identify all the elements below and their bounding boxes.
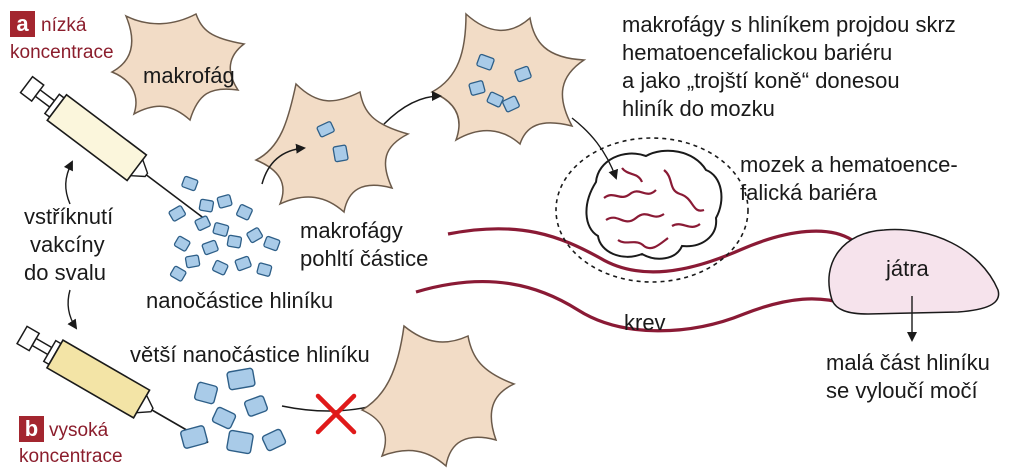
- liver-shape: [828, 228, 1000, 315]
- arrow-to-macrophage-2: [261, 143, 306, 185]
- syringe-b: [16, 325, 209, 444]
- macrophage-cell-3: [430, 12, 587, 146]
- macrophage-cell-1: [110, 12, 246, 122]
- panel-b-badge: [19, 416, 44, 442]
- panel-a-label-line1: nízká: [41, 15, 87, 36]
- blood-label: krev: [624, 310, 666, 335]
- macrophages-absorb-line1: makrofágy: [300, 218, 403, 243]
- arrow-to-brain: [571, 117, 619, 180]
- panel-a-label-line2: koncentrace: [10, 42, 114, 63]
- trojan-label-line3: a jako „trojští koně“ donesou: [622, 68, 900, 93]
- liver-label: játra: [885, 256, 930, 281]
- panel-a-label: a nízká koncentrace: [10, 11, 114, 63]
- blood-vessel-upper: [447, 227, 853, 274]
- blood-vessel-lower: [415, 280, 847, 333]
- panel-b-label-line2: koncentrace: [19, 446, 123, 467]
- panel-b-label-line1: vysoká: [49, 420, 109, 441]
- brain-label-line2: falická bariéra: [740, 180, 878, 205]
- arrow-injection-down: [67, 289, 78, 330]
- panel-a-badge: [10, 11, 35, 37]
- nanoparticles-cluster-a: [168, 175, 281, 282]
- trojan-label-line2: hematoencefalickou bariéru: [622, 40, 892, 65]
- blocked-cross-icon: [315, 393, 357, 435]
- injection-label-line3: do svalu: [24, 260, 106, 285]
- syringe-a: [19, 75, 205, 219]
- blood-brain-barrier: [555, 137, 749, 283]
- panel-b-letter: b: [25, 416, 38, 441]
- trojan-label-line4: hliník do mozku: [622, 96, 775, 121]
- nanoparticles-cluster-b: [180, 367, 287, 455]
- arrow-injection-up: [63, 160, 73, 205]
- panel-b-label: b vysoká koncentrace: [19, 416, 123, 467]
- injection-label-line2: vakcíny: [30, 232, 105, 257]
- macrophage-2-particles: [316, 121, 349, 163]
- macrophage-cell-4: [360, 324, 516, 468]
- excretion-label-line2: se vyloučí močí: [826, 378, 978, 403]
- excretion-label-line1: malá část hliníku: [826, 350, 990, 375]
- macrophage-3-particles: [468, 53, 532, 113]
- injection-label-line1: vstříknutí: [24, 204, 113, 229]
- macrophage-label: makrofág: [143, 63, 235, 88]
- macrophage-cell-2: [254, 82, 411, 214]
- brain-icon: [585, 149, 723, 260]
- brain-label-line1: mozek a hematoence-: [740, 152, 958, 177]
- trojan-label-line1: makrofágy s hliníkem projdou skrz: [622, 12, 956, 37]
- panel-a-letter: a: [16, 11, 29, 36]
- larger-particles-label: větší nanočástice hliníku: [130, 342, 370, 367]
- nanoparticles-label: nanočástice hliníku: [146, 288, 333, 313]
- arrow-to-macrophage-3: [383, 91, 442, 125]
- macrophages-absorb-line2: pohltí částice: [300, 246, 428, 271]
